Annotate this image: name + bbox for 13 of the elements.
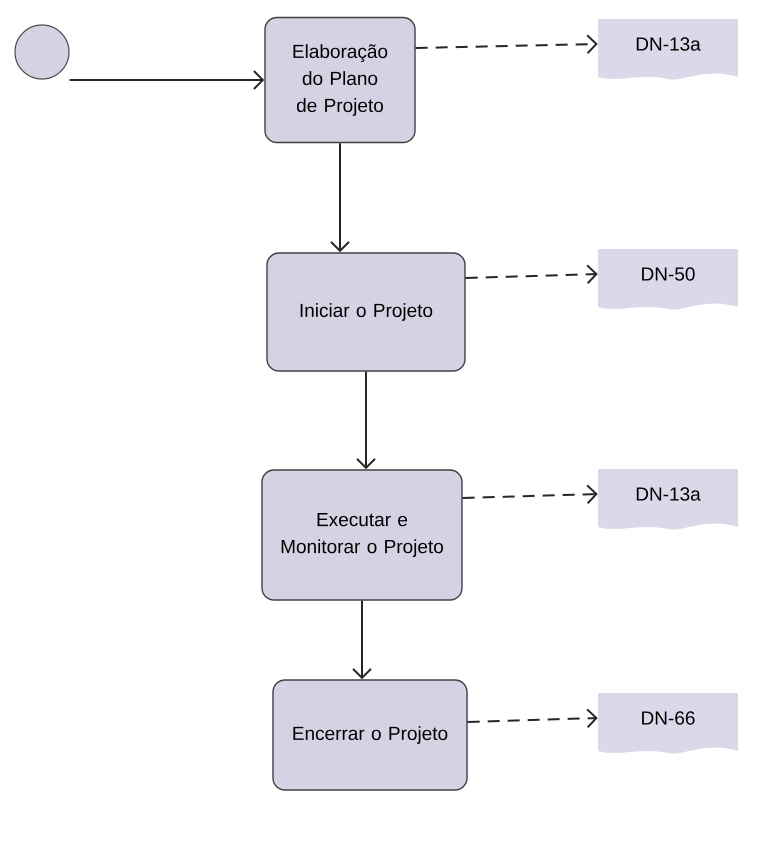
- arrow: [468, 708, 598, 728]
- arrow: [352, 600, 372, 680]
- process-box: Elaboração do Plano de Projeto: [264, 16, 416, 144]
- arrow: [462, 484, 598, 504]
- arrow: [70, 70, 264, 90]
- process-box: Encerrar o Projeto: [272, 679, 468, 791]
- start-circle: [14, 24, 70, 80]
- arrow: [356, 372, 376, 470]
- arrow: [416, 34, 598, 54]
- arrow: [466, 264, 598, 284]
- process-box: Executar e Monitorar o Projeto: [261, 469, 463, 601]
- process-box: Iniciar o Projeto: [266, 252, 466, 372]
- arrow: [330, 143, 350, 252]
